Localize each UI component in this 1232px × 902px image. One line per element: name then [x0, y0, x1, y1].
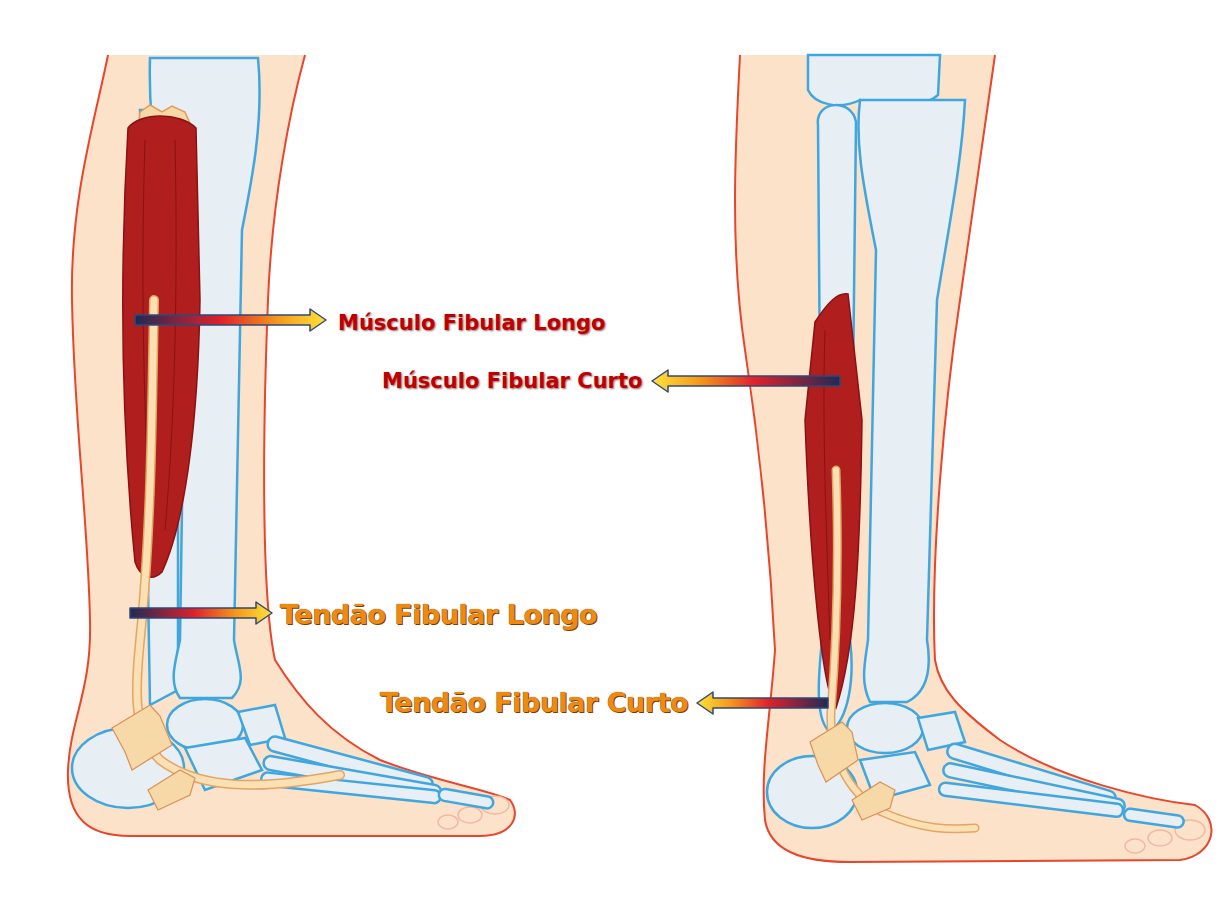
toe: [438, 815, 458, 829]
tendon: [137, 300, 340, 785]
phalanx: [1123, 808, 1184, 828]
band: [810, 722, 858, 782]
left-leg: [68, 55, 515, 836]
metatarsal: [261, 772, 441, 804]
retinaculum: [112, 705, 195, 810]
toe: [1125, 839, 1145, 853]
pointer-arrows: [130, 309, 840, 714]
gradient-arrow: [130, 602, 272, 624]
talus: [847, 703, 923, 753]
skin: [68, 55, 515, 836]
tibia: [858, 100, 965, 702]
tendon: [137, 300, 340, 785]
gradient-arrow: [697, 692, 828, 714]
toe: [458, 807, 482, 823]
phalanx: [438, 788, 494, 809]
tendon: [831, 470, 975, 829]
gradient-arrow: [652, 370, 840, 392]
tendon-label: Tendão Fibular Curto: [378, 687, 690, 718]
bones: [767, 55, 1184, 828]
tendon-label: Tendão Fibular Longo: [278, 599, 599, 630]
muscle: [123, 116, 200, 577]
tendon: [831, 470, 975, 829]
band: [112, 705, 172, 770]
peroneus-longus-muscle: [123, 116, 200, 577]
muscle-label: Músculo Fibular Longo: [336, 311, 607, 335]
skin: [735, 55, 1211, 862]
muscle-label: Músculo Fibular Curto: [380, 369, 644, 393]
right-leg: [735, 55, 1211, 862]
skin-outline: [68, 55, 515, 836]
gradient-arrow: [135, 309, 326, 331]
band: [148, 770, 195, 810]
toe: [1148, 830, 1172, 846]
retinaculum: [810, 722, 895, 820]
band: [852, 782, 895, 820]
skin-outline: [735, 55, 1211, 862]
metatarsal: [938, 782, 1123, 817]
